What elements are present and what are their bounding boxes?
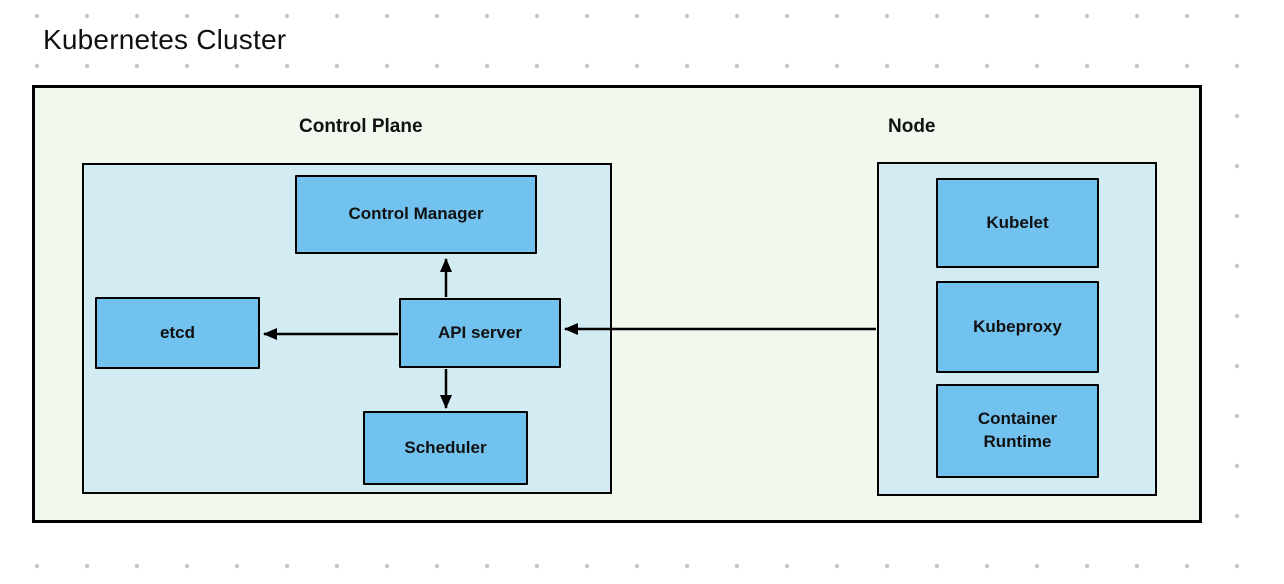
control-manager-label: Control Manager <box>348 204 484 224</box>
api-server-box[interactable]: API server <box>399 298 561 368</box>
diagram-title: Kubernetes Cluster <box>43 24 287 55</box>
kubelet-box[interactable]: Kubelet <box>936 178 1099 268</box>
etcd-box[interactable]: etcd <box>95 297 260 369</box>
kubeproxy-box[interactable]: Kubeproxy <box>936 281 1099 373</box>
container-runtime-box[interactable]: Container Runtime <box>936 384 1099 478</box>
control-plane-label: Control Plane <box>299 116 423 137</box>
etcd-label: etcd <box>160 322 195 342</box>
kubeproxy-label: Kubeproxy <box>973 316 1062 336</box>
control-manager-box[interactable]: Control Manager <box>295 175 537 254</box>
api-server-label: API server <box>437 322 523 342</box>
kubelet-label: Kubelet <box>986 212 1049 232</box>
container-runtime-label: Container Runtime <box>977 409 1058 451</box>
scheduler-label: Scheduler <box>404 437 487 457</box>
scheduler-box[interactable]: Scheduler <box>363 411 528 485</box>
node-label: Node <box>888 116 936 137</box>
